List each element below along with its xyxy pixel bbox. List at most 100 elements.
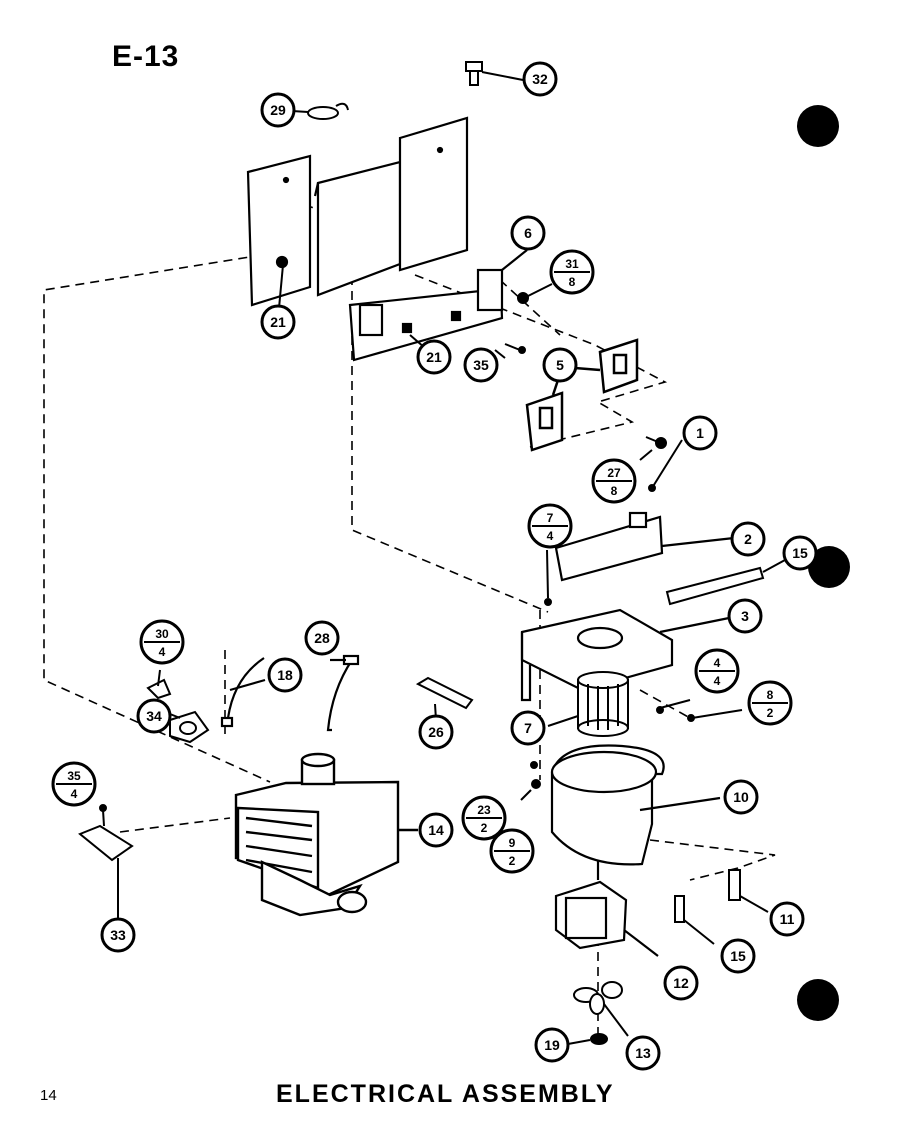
callout-denominator: 4 <box>71 787 78 801</box>
part-5-switches <box>525 338 639 452</box>
callout-numerator: 9 <box>509 836 516 850</box>
registration-dot <box>797 979 839 1021</box>
callout-2: 2 <box>730 521 766 557</box>
part-13-fan-blade <box>573 981 629 1037</box>
callout-denominator: 8 <box>569 275 576 289</box>
callout-numerator: 27 <box>607 466 621 480</box>
callout-7-4: 74 <box>527 503 573 549</box>
part-19-nut <box>567 1033 608 1045</box>
callout-label: 1 <box>696 425 704 441</box>
callout-label: 10 <box>733 789 749 805</box>
part-15-strip <box>665 559 786 606</box>
callout-label: 15 <box>792 545 808 561</box>
callout-10: 10 <box>723 779 759 815</box>
callout-denominator: 2 <box>767 706 774 720</box>
callout-denominator: 4 <box>547 529 554 543</box>
part-6-bracket <box>348 249 528 362</box>
callout-label: 18 <box>277 667 293 683</box>
fasteners-mid <box>639 436 683 492</box>
callout-7: 7 <box>510 710 546 746</box>
callout-numerator: 4 <box>714 656 721 670</box>
callout-35a: 35 <box>463 347 499 383</box>
callout-6: 6 <box>510 215 546 251</box>
callout-21b: 21 <box>416 339 452 375</box>
part-18-28-wires <box>220 654 360 732</box>
callout-label: 2 <box>744 531 752 547</box>
callout-label: 11 <box>780 911 795 927</box>
callout-15b: 15 <box>720 938 756 974</box>
callout-21a: 21 <box>260 304 296 340</box>
callout-numerator: 8 <box>767 688 774 702</box>
callout-27-8: 278 <box>591 458 637 504</box>
callout-label: 34 <box>146 708 162 724</box>
callout-30-4: 304 <box>139 619 185 665</box>
part-7-4-screw <box>544 549 552 606</box>
part-14-magnetron <box>234 752 418 917</box>
callout-32: 32 <box>522 61 558 97</box>
callout-33: 33 <box>100 917 136 953</box>
callout-12: 12 <box>663 965 699 1001</box>
callout-34: 34 <box>136 698 172 734</box>
callout-label: 6 <box>524 225 532 241</box>
callout-denominator: 2 <box>509 854 516 868</box>
callout-23-2: 232 <box>461 795 507 841</box>
callout-label: 32 <box>532 71 548 87</box>
callout-numerator: 30 <box>155 627 169 641</box>
callout-8-2: 82 <box>747 680 793 726</box>
callout-26: 26 <box>418 714 454 750</box>
upper-panel-assembly <box>246 116 469 307</box>
part-34-clamp <box>146 669 210 744</box>
callout-numerator: 23 <box>477 803 491 817</box>
registration-dot <box>808 546 850 588</box>
callout-4-4: 44 <box>694 648 740 694</box>
callout-label: 12 <box>673 975 689 991</box>
part-7-fan <box>547 671 629 737</box>
callout-label: 21 <box>270 314 286 330</box>
callout-label: 33 <box>110 927 126 943</box>
callout-11: 11 <box>769 901 805 937</box>
part-12-motor <box>554 860 659 957</box>
callout-label: 26 <box>428 724 444 740</box>
part-3-fan-bracket <box>520 608 730 702</box>
callout-label: 14 <box>428 822 444 838</box>
callout-denominator: 4 <box>714 674 721 688</box>
callout-35-4: 354 <box>51 761 97 807</box>
callout-label: 13 <box>635 1045 651 1061</box>
callout-label: 5 <box>556 357 564 373</box>
fasteners-duct <box>520 699 743 801</box>
callout-label: 7 <box>524 720 532 736</box>
page-number: 14 <box>40 1087 57 1104</box>
callout-denominator: 2 <box>481 821 488 835</box>
callout-label: 29 <box>270 102 286 118</box>
callout-denominator: 8 <box>611 484 618 498</box>
callout-label: 35 <box>473 357 489 373</box>
callout-numerator: 31 <box>565 257 579 271</box>
callout-18: 18 <box>267 657 303 693</box>
callout-28: 28 <box>304 620 340 656</box>
callout-5: 5 <box>542 347 578 383</box>
part-11-15-brackets <box>674 869 769 945</box>
callout-numerator: 35 <box>67 769 81 783</box>
callout-3: 3 <box>727 598 763 634</box>
callout-numerator: 7 <box>547 511 554 525</box>
callout-label: 15 <box>730 948 746 964</box>
callout-29: 29 <box>260 92 296 128</box>
page-id: E-13 <box>112 40 180 73</box>
registration-dot <box>797 105 839 147</box>
callout-denominator: 4 <box>159 645 166 659</box>
callout-1: 1 <box>682 415 718 451</box>
part-10-duct <box>550 744 721 866</box>
callout-15a: 15 <box>782 535 818 571</box>
callout-label: 21 <box>426 349 442 365</box>
diagram-title: ELECTRICAL ASSEMBLY <box>276 1080 615 1108</box>
callout-19: 19 <box>534 1027 570 1063</box>
part-2-board <box>554 511 735 582</box>
callout-label: 19 <box>544 1037 560 1053</box>
callout-label: 3 <box>741 608 749 624</box>
callout-13: 13 <box>625 1035 661 1071</box>
callout-14: 14 <box>418 812 454 848</box>
callout-9-2: 92 <box>489 828 535 874</box>
